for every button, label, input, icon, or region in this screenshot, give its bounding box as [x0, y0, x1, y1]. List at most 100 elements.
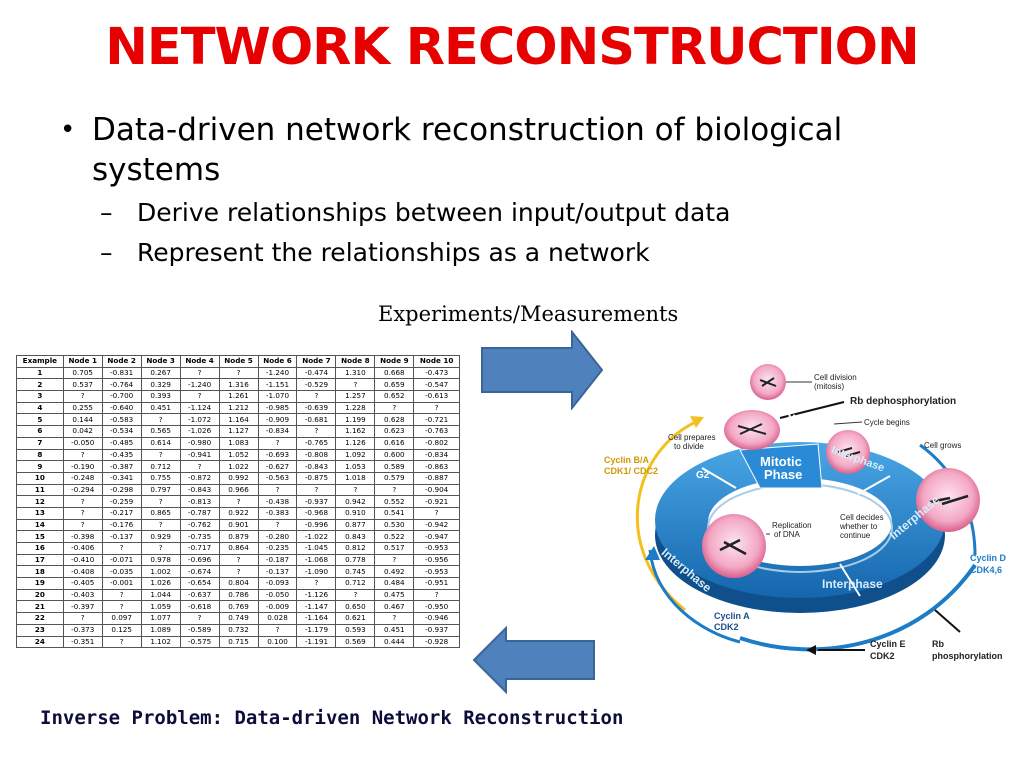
table-cell: ?: [101, 635, 142, 649]
label-interphase-bottom: Interphase: [822, 577, 883, 591]
segment-divider: [857, 475, 891, 495]
table-cell: -0.050: [257, 588, 298, 602]
table-cell: -0.763: [413, 425, 460, 438]
table-cell: ?: [218, 366, 259, 380]
table-cell: 0.929: [140, 530, 181, 543]
table-cell: -0.928: [413, 635, 460, 649]
table-cell: -1.164: [296, 612, 337, 625]
table-cell: -0.875: [296, 471, 337, 485]
table-cell: -0.985: [257, 401, 298, 415]
table-cell: 0.579: [374, 471, 415, 485]
label-continue: continue: [840, 531, 871, 540]
table-cell: 0.517: [374, 542, 415, 555]
table-cell: 1.083: [218, 436, 259, 450]
slide-title: NETWORK RECONSTRUCTION: [105, 18, 919, 77]
table-cell: 0.042: [62, 425, 103, 438]
table-cell: -0.187: [257, 553, 298, 567]
example-index-cell: 24: [16, 635, 64, 649]
table-cell: -1.240: [179, 378, 220, 392]
label-cell-division: Cell division: [814, 373, 857, 382]
table-cell: -0.951: [413, 577, 460, 590]
experiments-label: Experiments/Measurements: [378, 302, 679, 326]
table-cell: -0.956: [413, 553, 460, 567]
table-cell: 0.444: [374, 635, 415, 649]
table-cell: -0.681: [296, 413, 337, 427]
table-cell: -0.872: [179, 471, 220, 485]
table-cell: 0.097: [101, 612, 142, 625]
table-cell: 1.164: [218, 413, 259, 427]
label-cdk1: CDK1/ CDC2: [604, 466, 658, 476]
table-cell: 0.028: [257, 612, 298, 625]
table-cell: ?: [257, 483, 298, 497]
table-cell: -0.575: [179, 635, 220, 649]
table-cell: 0.745: [335, 565, 376, 579]
pointer-line: [833, 421, 863, 425]
table-cell: ?: [296, 425, 337, 438]
table-cell: -0.640: [101, 401, 142, 415]
table-cell: ?: [374, 553, 415, 567]
table-cell: ?: [218, 495, 259, 508]
table-cell: -0.093: [257, 577, 298, 590]
table-cell: -1.126: [296, 588, 337, 602]
table-cell: -0.700: [101, 390, 142, 403]
label-cyclin-d: Cyclin D: [970, 553, 1007, 563]
table-cell: 0.712: [140, 460, 181, 473]
table-cell: -0.035: [101, 565, 142, 579]
example-index-cell: 7: [16, 436, 64, 450]
example-index-cell: 21: [16, 600, 64, 614]
label-cell-decides: Cell decides: [840, 513, 884, 522]
table-cell: 1.092: [335, 448, 376, 462]
table-cell: 0.593: [335, 623, 376, 637]
table-cell: -0.637: [179, 588, 220, 602]
table-cell: 0.541: [374, 506, 415, 520]
chromosome-icon: [929, 494, 969, 506]
table-cell: -0.843: [179, 483, 220, 497]
table-cell: -0.953: [413, 542, 460, 555]
table-cell: 0.329: [140, 378, 181, 392]
table-cell: -0.259: [101, 495, 142, 508]
table-cell: 1.212: [218, 401, 259, 415]
table-cell: ?: [62, 390, 103, 403]
table-cell: -0.137: [257, 565, 298, 579]
table-cell: 0.467: [374, 600, 415, 614]
table-cell: 0.804: [218, 577, 259, 590]
table-cell: 1.018: [335, 471, 376, 485]
label-to-divide: to divide: [674, 442, 704, 451]
table-cell: -0.834: [257, 425, 298, 438]
table-cell: 0.621: [335, 612, 376, 625]
table-cell: ?: [179, 390, 220, 403]
table-cell: -0.968: [296, 506, 337, 520]
table-cell: -0.485: [101, 436, 142, 450]
table-cell: -0.937: [413, 623, 460, 637]
sub-bullet-text: Represent the relationships as a network: [137, 238, 650, 267]
table-cell: -1.026: [179, 425, 220, 438]
table-cell: -0.693: [257, 448, 298, 462]
table-cell: -0.547: [413, 378, 460, 392]
table-cell: 0.522: [374, 530, 415, 543]
cell-cycle-diagram: Cell division (mitosis) Rb dephosphoryla…: [604, 364, 1007, 661]
table-cell: 0.668: [374, 366, 415, 380]
table-cell: -0.050: [62, 436, 103, 450]
table-cell: 0.992: [218, 471, 259, 485]
table-cell: 0.484: [374, 577, 415, 590]
table-cell: ?: [218, 553, 259, 567]
table-cell: -1.070: [257, 390, 298, 403]
label-cdk2-a: CDK2: [714, 622, 739, 632]
table-cell: 0.552: [374, 495, 415, 508]
example-index-cell: 13: [16, 506, 64, 520]
example-index-cell: 9: [16, 460, 64, 473]
table-cell: ?: [62, 495, 103, 508]
example-index-cell: 15: [16, 530, 64, 543]
table-cell: -0.831: [101, 366, 142, 380]
table-header-cell: Node 5: [218, 355, 259, 368]
table-cell: 1.102: [140, 635, 181, 649]
